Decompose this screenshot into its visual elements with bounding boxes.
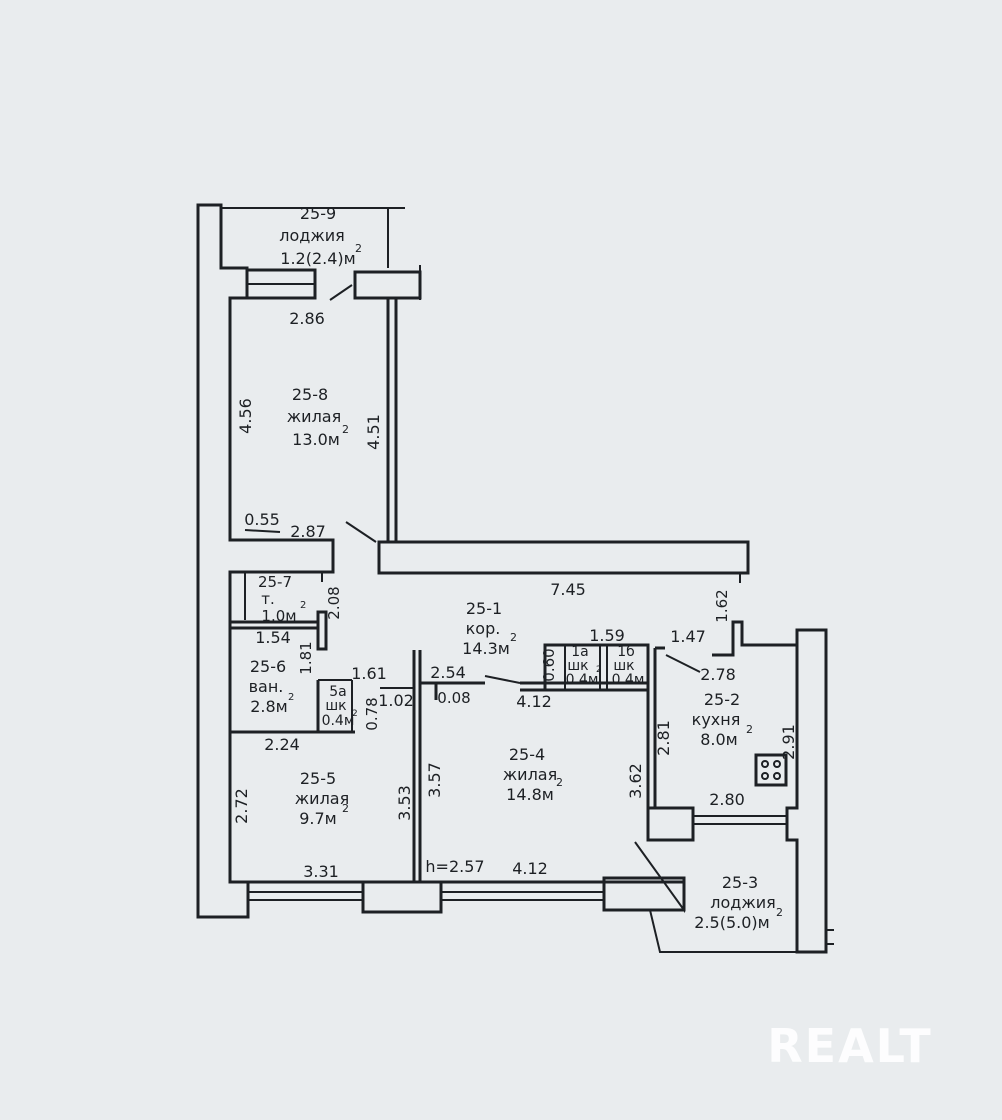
room-25-3-area: 2.5(5.0)м <box>694 913 769 932</box>
dim-4-51: 4.51 <box>364 414 383 450</box>
room-25-6-id: 25-6 <box>250 657 286 676</box>
closet-5a-area: 0.4м <box>322 713 355 729</box>
dim-1-02: 1.02 <box>378 691 414 710</box>
dim-2-24: 2.24 <box>264 735 300 754</box>
room-25-5-id: 25-5 <box>300 769 336 788</box>
room-25-9-sup: 2 <box>355 242 362 255</box>
realt-watermark: REALT <box>767 1019 933 1073</box>
dim-2-81: 2.81 <box>654 720 673 756</box>
room-25-1-area: 14.3м <box>462 639 510 658</box>
closet-1b-name: шк <box>613 658 634 674</box>
dim-0-78: 0.78 <box>363 697 381 730</box>
closet-1a-sup: 2 <box>596 665 602 675</box>
room-25-5-area: 9.7м <box>299 809 337 828</box>
closet-5a-sup: 2 <box>352 709 358 719</box>
room-25-5-name: жилая <box>295 789 349 808</box>
dim-0-55: 0.55 <box>244 510 280 529</box>
room-25-8-area: 13.0м <box>292 430 340 449</box>
dim-2-86: 2.86 <box>289 309 325 328</box>
room-25-3-sup: 2 <box>776 906 783 919</box>
dim-2-54: 2.54 <box>430 663 466 682</box>
room-25-1-id: 25-1 <box>466 599 502 618</box>
dim-4-12-bottom: 4.12 <box>512 859 548 878</box>
dim-1-62: 1.62 <box>713 589 731 622</box>
dim-4-56: 4.56 <box>236 398 255 434</box>
closet-5a-name: шк <box>325 698 346 714</box>
room-25-7-sup: 2 <box>300 600 306 611</box>
room-25-4-name: жилая <box>503 765 557 784</box>
dim-3-57: 3.57 <box>425 762 444 798</box>
room-25-3-name: лоджия <box>710 893 776 912</box>
room-25-6-name: ван. <box>249 677 284 696</box>
dim-3-31: 3.31 <box>303 862 339 881</box>
dim-1-61: 1.61 <box>351 664 387 683</box>
dim-2-80: 2.80 <box>709 790 745 809</box>
dimension-labels: 2.86 4.56 4.51 0.55 2.87 7.45 2.08 1.54 … <box>232 309 798 881</box>
room-25-9-id: 25-9 <box>300 204 336 223</box>
room-25-9-area: 1.2(2.4)м <box>280 249 355 268</box>
room-25-6-sup: 2 <box>288 692 294 703</box>
room-25-8-sup: 2 <box>342 423 349 436</box>
room-25-4-area: 14.8м <box>506 785 554 804</box>
dim-3-53: 3.53 <box>395 785 414 821</box>
room-25-7-id: 25-7 <box>258 573 292 591</box>
room-25-6-area: 2.8м <box>250 697 288 716</box>
room-25-7-area: 1.0м <box>261 607 296 625</box>
walls <box>196 203 834 954</box>
closet-1a-area: 0.4м <box>566 672 599 688</box>
dim-2-72: 2.72 <box>232 788 251 824</box>
closet-1b-id: 1б <box>617 644 635 660</box>
room-25-4-id: 25-4 <box>509 745 545 764</box>
room-25-5-sup: 2 <box>342 802 349 815</box>
dim-2-08: 2.08 <box>325 586 343 619</box>
room-25-7-name: т. <box>261 590 275 608</box>
closet-5a-id: 5а <box>329 684 347 700</box>
room-25-8-name: жилая <box>287 407 341 426</box>
dim-4-12-corridor: 4.12 <box>516 692 552 711</box>
room-25-1-sup: 2 <box>510 631 517 644</box>
dim-2-87: 2.87 <box>290 522 326 541</box>
dim-2-78: 2.78 <box>700 665 736 684</box>
room-25-3-id: 25-3 <box>722 873 758 892</box>
dim-0-08: 0.08 <box>437 689 470 707</box>
dim-1-59: 1.59 <box>589 626 625 645</box>
closet-1b-area: 0.4м <box>612 672 645 688</box>
dim-2-91: 2.91 <box>779 724 798 760</box>
dim-0-60: 0.60 <box>540 648 558 681</box>
dim-1-54: 1.54 <box>255 628 291 647</box>
room-25-1-name: кор. <box>466 619 501 638</box>
dim-7-45: 7.45 <box>550 580 586 599</box>
dim-ceiling-height: h=2.57 <box>425 857 484 876</box>
room-25-9-name: лоджия <box>279 226 345 245</box>
room-25-8-id: 25-8 <box>292 385 328 404</box>
closet-1a-id: 1а <box>571 644 589 660</box>
closet-1a-name: шк <box>567 658 588 674</box>
dim-1-47: 1.47 <box>670 627 706 646</box>
room-25-2-name: кухня <box>692 710 741 729</box>
room-25-2-sup: 2 <box>746 723 753 736</box>
dim-3-62: 3.62 <box>626 763 645 799</box>
room-25-2-id: 25-2 <box>704 690 740 709</box>
room-25-2-area: 8.0м <box>700 730 738 749</box>
room-25-4-sup: 2 <box>556 776 563 789</box>
dim-1-81: 1.81 <box>297 641 315 674</box>
room-labels: 25-9 лоджия 1.2(2.4)м 2 25-8 жилая 13.0м… <box>249 204 783 932</box>
